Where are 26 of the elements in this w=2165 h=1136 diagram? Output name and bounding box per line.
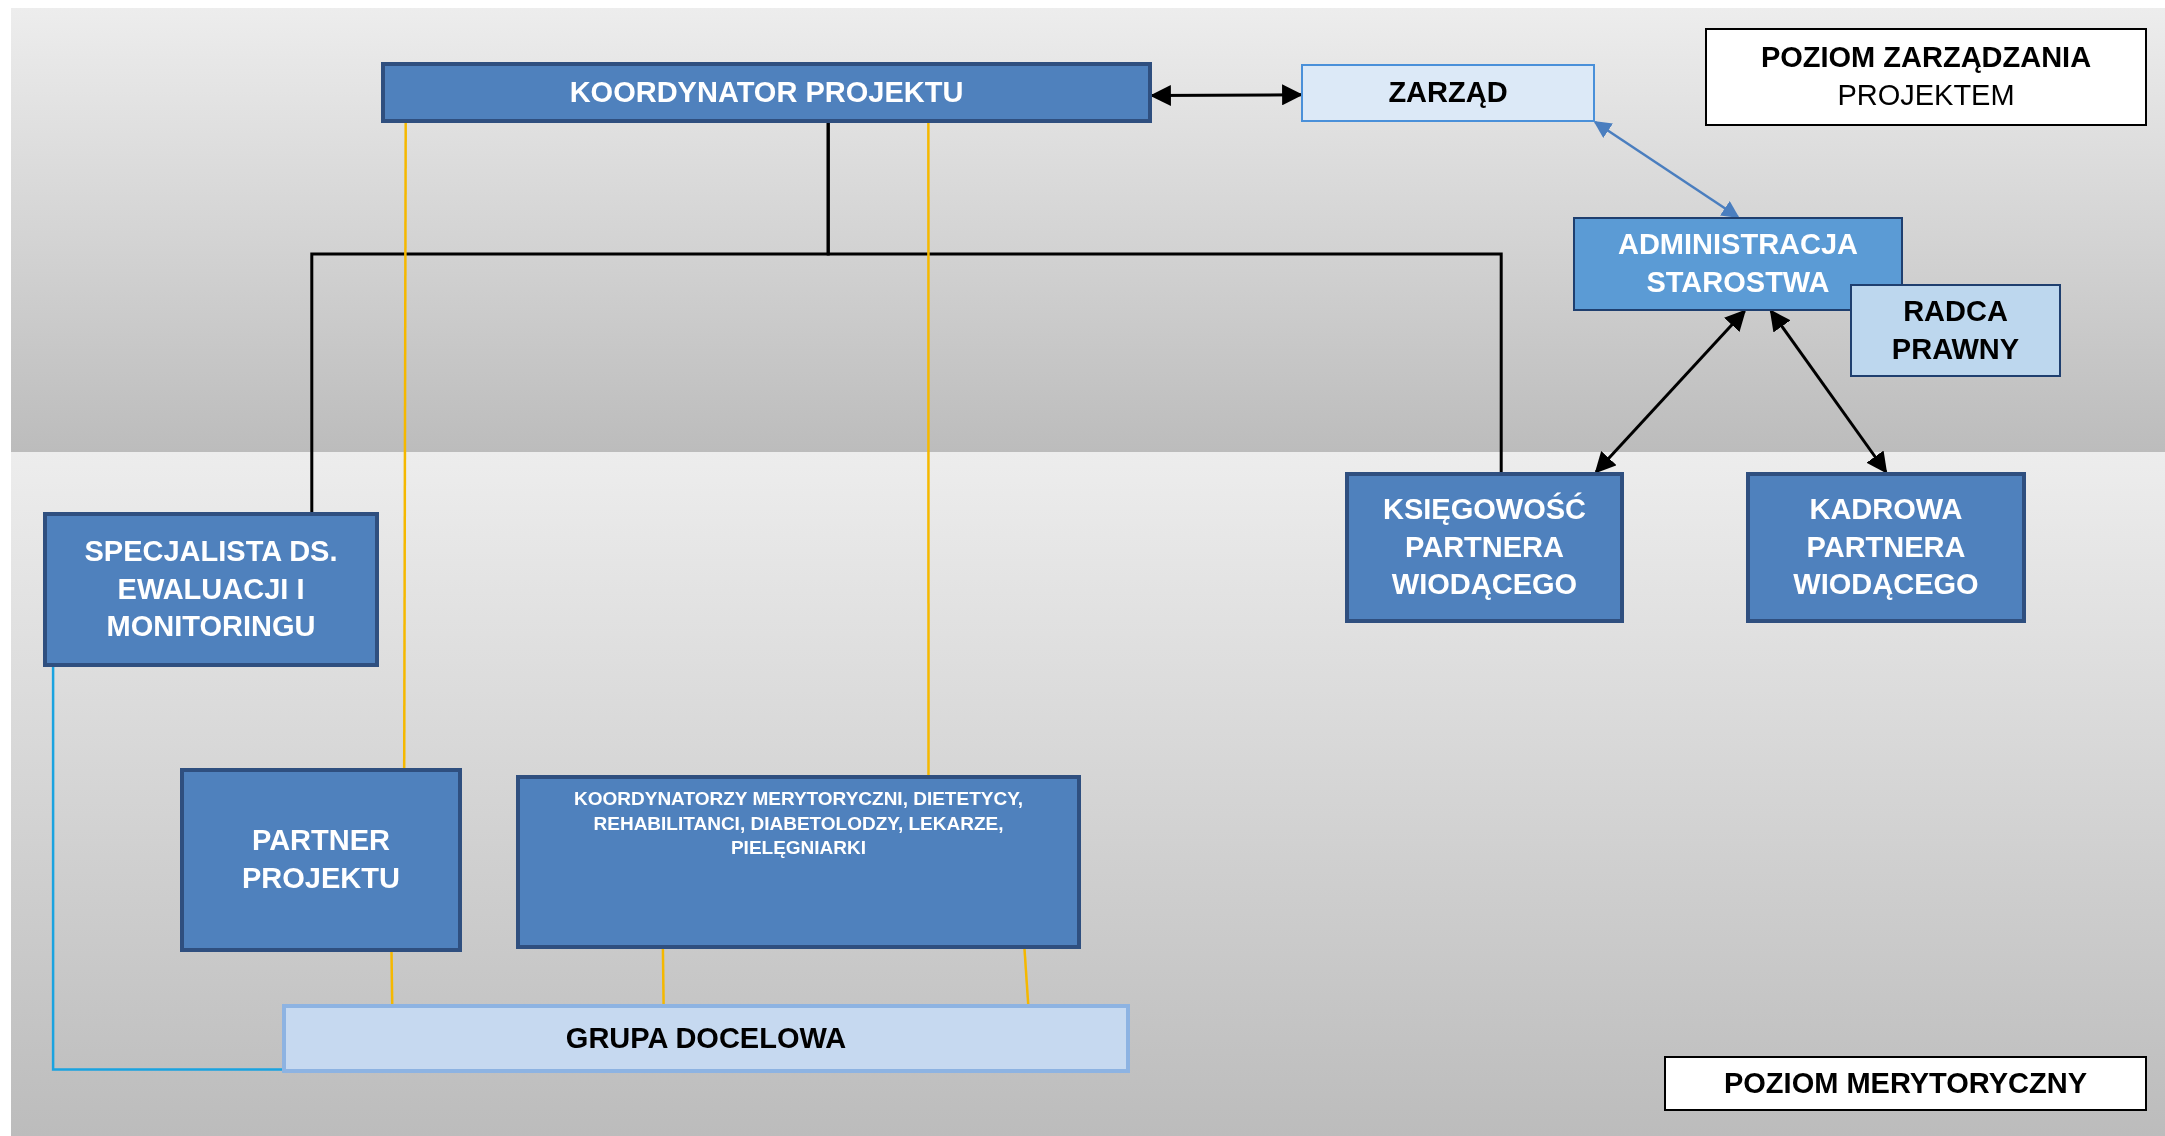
connector-line xyxy=(402,123,407,768)
level-title: POZIOM MERYTORYCZNY xyxy=(1723,1065,2088,1101)
connector-line xyxy=(661,949,665,1004)
role-box: PARTNER PROJEKTU xyxy=(180,768,462,952)
role-box: KOORDYNATORZY MERYTORYCZNI, DIETETYCY, REHABILITANCI, DIABETOLODZY, LEKARZE, PIELĘGNIARKI xyxy=(516,775,1081,949)
connector-arrow xyxy=(1593,120,1740,219)
role-box: KSIĘGOWOŚĆ PARTNERA WIODĄCEGO xyxy=(1345,472,1624,623)
connector-arrow xyxy=(1769,309,1888,474)
level-title: POZIOM ZARZĄDZANIA xyxy=(1760,40,2092,76)
connector-line xyxy=(390,952,394,1004)
role-box: ZARZĄD xyxy=(1301,64,1595,122)
level-band xyxy=(11,452,2165,1136)
connector-arrow xyxy=(1149,84,1304,106)
connector-line xyxy=(927,123,930,775)
level-band xyxy=(11,8,2165,452)
role-box: KOORDYNATOR PROJEKTU xyxy=(381,62,1152,123)
connector-line xyxy=(826,123,1503,472)
level-subtitle: PROJEKTEM xyxy=(1837,78,2015,113)
role-box: GRUPA DOCELOWA xyxy=(282,1004,1130,1073)
role-box: SPECJALISTA DS. EWALUACJI I MONITORINGU xyxy=(43,512,379,667)
connector-line xyxy=(51,667,282,1071)
role-box: RADCA PRAWNY xyxy=(1850,284,2061,377)
connector-line xyxy=(1023,948,1030,1005)
connector-arrow xyxy=(1594,309,1746,474)
role-box: KADROWA PARTNERA WIODĄCEGO xyxy=(1746,472,2026,623)
role-box: ADMINISTRACJA STAROSTWA xyxy=(1573,217,1903,311)
